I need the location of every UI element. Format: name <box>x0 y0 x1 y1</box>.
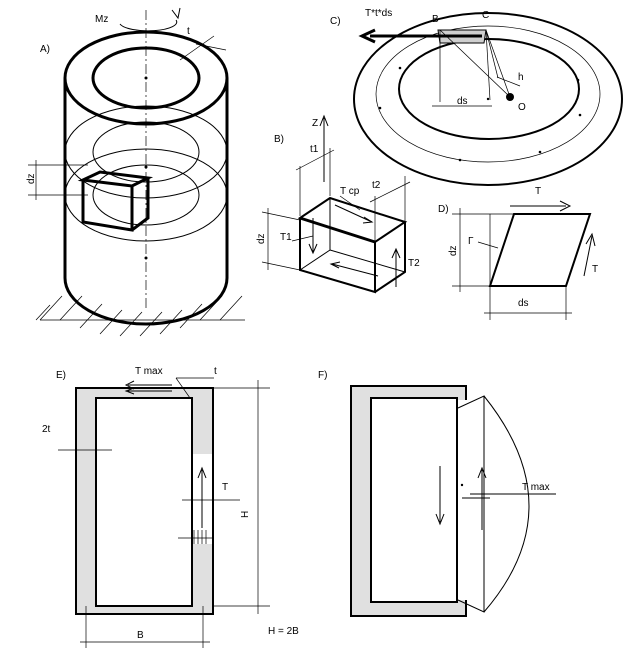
t2-label: t2 <box>372 180 381 191</box>
T1-label: T1 <box>280 232 292 243</box>
ring-outer <box>353 12 623 186</box>
inner-opening-e <box>95 397 193 607</box>
shear-stress-e <box>178 454 240 544</box>
dz-dimension-b <box>261 208 301 271</box>
shear-right-label: T <box>592 264 598 275</box>
thickness-label-a: t <box>187 26 190 37</box>
panel-b-element: Z B) t1 t2 T cp <box>256 114 420 294</box>
panel-c-ring: C) T*t*ds B C h ds O <box>330 8 623 186</box>
two-t-dimension <box>58 440 112 458</box>
panel-b-label: B) <box>274 134 284 145</box>
box-b-hidden <box>299 198 406 273</box>
thickness-dimension-a <box>179 35 227 61</box>
two-t-label: 2t <box>42 424 51 435</box>
t1-label: t1 <box>310 144 319 155</box>
panel-e-section: E) T max t 2t <box>42 366 299 648</box>
gamma-label: Г <box>468 236 474 247</box>
moment-arrow <box>119 19 178 32</box>
o-label: O <box>518 102 526 113</box>
panel-d-shear: D) T T Г dz ds <box>438 186 598 320</box>
tmax-label-f: T max <box>522 482 550 493</box>
h-label: h <box>518 72 524 83</box>
tcp-label: T cp <box>340 186 360 197</box>
t-label-e: t <box>214 366 217 377</box>
radial-lines <box>432 29 521 107</box>
dz-label-b: dz <box>256 233 267 244</box>
wall-element <box>77 170 154 232</box>
point-c-label: C <box>482 10 489 21</box>
ring-inner <box>398 38 580 140</box>
stress-curve <box>483 395 530 613</box>
panel-f-label: F) <box>318 370 327 381</box>
dz-label-d: dz <box>448 245 459 256</box>
box-b <box>297 196 408 294</box>
tmax-arrows-e <box>124 380 172 395</box>
t2-dimension <box>369 176 411 242</box>
h-label-e: H <box>240 511 251 518</box>
stress-diagram <box>457 395 485 613</box>
center-point-o <box>506 93 514 101</box>
z-axis-label: Z <box>312 118 318 129</box>
panel-d-label: D) <box>438 204 449 215</box>
shear-label-e: T <box>222 482 228 493</box>
inner-opening-f <box>370 397 458 603</box>
cylinder-bottom-edge <box>63 277 229 326</box>
panel-a-label: A) <box>40 44 50 55</box>
h-equals-2b: H = 2B <box>268 626 299 637</box>
stress-arrows-b <box>308 204 401 287</box>
panel-c-label: C) <box>330 16 341 27</box>
T2-label: T2 <box>408 258 420 269</box>
shear-arrow-right <box>583 235 593 277</box>
h-dimension <box>214 380 270 614</box>
panel-a-cylinder: dz Mz t A) <box>26 7 245 337</box>
t1-dimension <box>295 148 335 216</box>
ds-label-d: ds <box>518 298 529 309</box>
moment-label: Mz <box>95 14 108 25</box>
panel-f-distribution: F) T max <box>318 370 556 617</box>
ring-midline <box>375 25 601 163</box>
tmax-label-e: T max <box>135 366 163 377</box>
point-b-label: B <box>432 14 439 25</box>
ds-dimension-d <box>484 286 572 320</box>
panel-e-label: E) <box>56 370 66 381</box>
dz-dimension-d <box>452 208 514 292</box>
b-label-e: B <box>137 630 144 641</box>
tmax-arrows-f <box>435 466 556 530</box>
force-label: T*t*ds <box>365 8 392 19</box>
dz-label-a: dz <box>26 173 37 184</box>
b-dimension <box>80 606 210 648</box>
section-inner-bottom <box>92 164 200 226</box>
shear-top-label: T <box>535 186 541 197</box>
dz-dimension-a <box>28 160 88 200</box>
sheared-element <box>488 213 592 287</box>
ds-label-c: ds <box>457 96 468 107</box>
